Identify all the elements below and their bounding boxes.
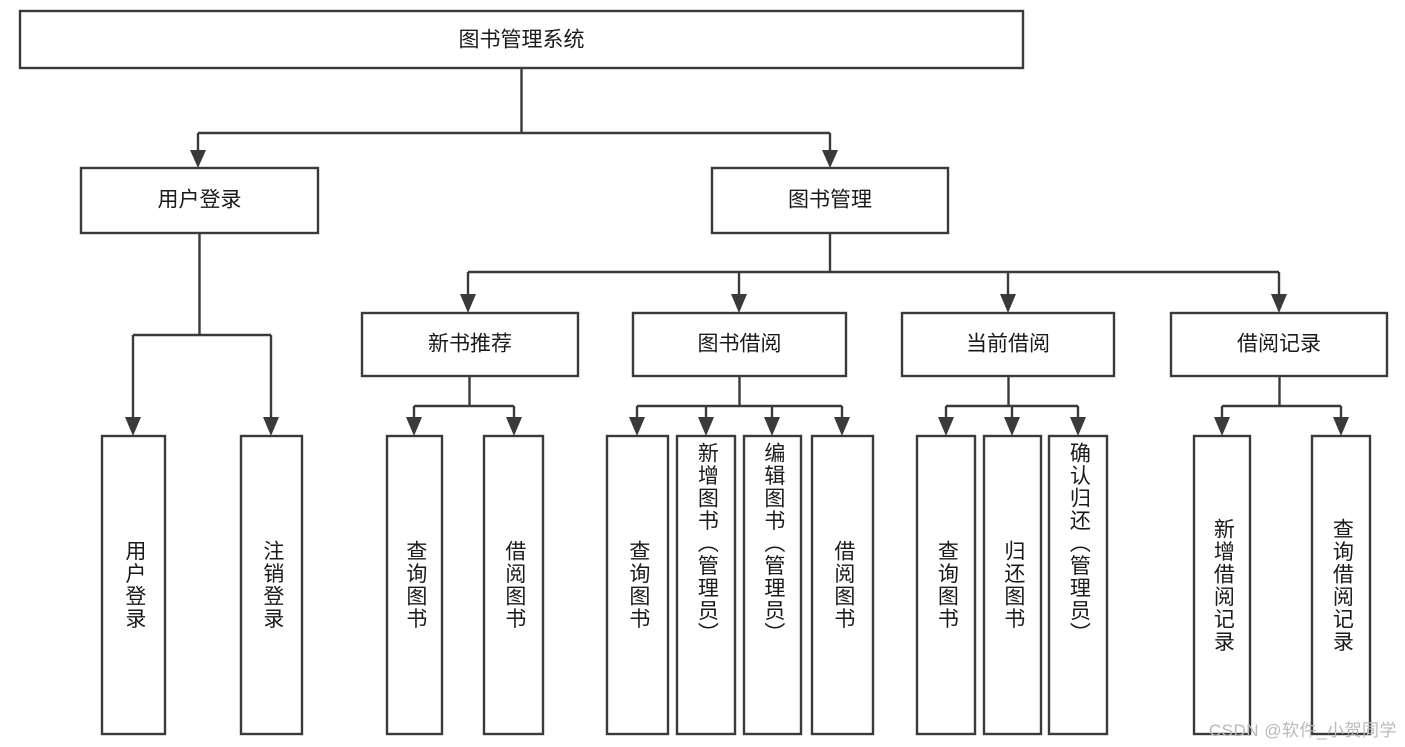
node-current-borrow-label: 当前借阅: [966, 333, 1050, 356]
node-book-management-label: 图书管理: [788, 189, 872, 212]
node-book-management[interactable]: 图书管理: [710, 166, 950, 235]
node-book-borrow[interactable]: 图书借阅: [631, 311, 848, 378]
leaf-box-user-login[interactable]: [100, 434, 167, 736]
node-user-login-box[interactable]: [79, 166, 320, 235]
arrow-head-icon: [263, 417, 279, 436]
node-root[interactable]: 图书管理系统: [18, 9, 1025, 70]
node-borrow-records-box[interactable]: [1169, 311, 1389, 378]
leaf-box-add-book-admin[interactable]: [675, 434, 737, 736]
arrow-head-icon: [698, 417, 714, 436]
node-user-login-label: 用户登录: [158, 189, 242, 212]
node-root-label: 图书管理系统: [459, 29, 585, 52]
node-borrow-records[interactable]: 借阅记录: [1169, 311, 1389, 378]
arrow-head-icon: [822, 150, 838, 168]
arrow-head-icon: [834, 417, 850, 436]
connector-layer: [125, 68, 1349, 436]
leaf-box-query-book-borrow[interactable]: [605, 434, 670, 736]
arrow-head-icon: [938, 417, 954, 436]
arrow-head-icon: [125, 417, 141, 436]
arrow-head-icon: [1070, 417, 1086, 436]
node-book-borrow-label: 图书借阅: [698, 333, 782, 356]
leaf-box-borrow-book[interactable]: [810, 434, 875, 736]
node-borrow-records-label: 借阅记录: [1237, 333, 1321, 356]
arrow-head-icon: [406, 417, 422, 436]
node-book-borrow-box[interactable]: [631, 311, 848, 378]
node-user-login[interactable]: 用户登录: [79, 166, 320, 235]
node-new-book-recommend-box[interactable]: [360, 311, 580, 378]
arrow-head-icon: [629, 417, 645, 436]
node-current-borrow[interactable]: 当前借阅: [900, 311, 1116, 378]
node-root-box[interactable]: [18, 9, 1025, 70]
arrow-head-icon: [1271, 294, 1287, 313]
arrow-head-icon: [1004, 417, 1020, 436]
leaf-box-logout[interactable]: [239, 434, 304, 736]
leaf-box-borrow-book-newbook[interactable]: [482, 434, 545, 736]
leaf-box-add-borrow-record[interactable]: [1192, 434, 1252, 736]
leaf-box-query-book-current[interactable]: [915, 434, 977, 736]
node-new-book-recommend[interactable]: 新书推荐: [360, 311, 580, 378]
node-current-borrow-box[interactable]: [900, 311, 1116, 378]
arrow-head-icon: [460, 294, 476, 313]
leaf-box-query-borrow-record[interactable]: [1310, 434, 1372, 736]
arrow-head-icon: [764, 417, 780, 436]
leaf-box-return-book[interactable]: [982, 434, 1043, 736]
arrow-head-icon: [1000, 294, 1016, 313]
arrow-head-icon: [1214, 417, 1230, 436]
node-book-management-box[interactable]: [710, 166, 950, 235]
node-new-book-recommend-label: 新书推荐: [428, 333, 512, 356]
arrow-head-icon: [506, 417, 522, 436]
arrow-head-icon: [1333, 417, 1349, 436]
leaf-box-query-book-newbook[interactable]: [385, 434, 444, 736]
arrow-head-icon: [731, 294, 747, 313]
leaf-box-layer: [100, 434, 1372, 736]
leaf-box-edit-book-admin[interactable]: [742, 434, 803, 736]
leaf-box-confirm-return-admin[interactable]: [1047, 434, 1109, 736]
arrow-head-icon: [190, 150, 206, 168]
